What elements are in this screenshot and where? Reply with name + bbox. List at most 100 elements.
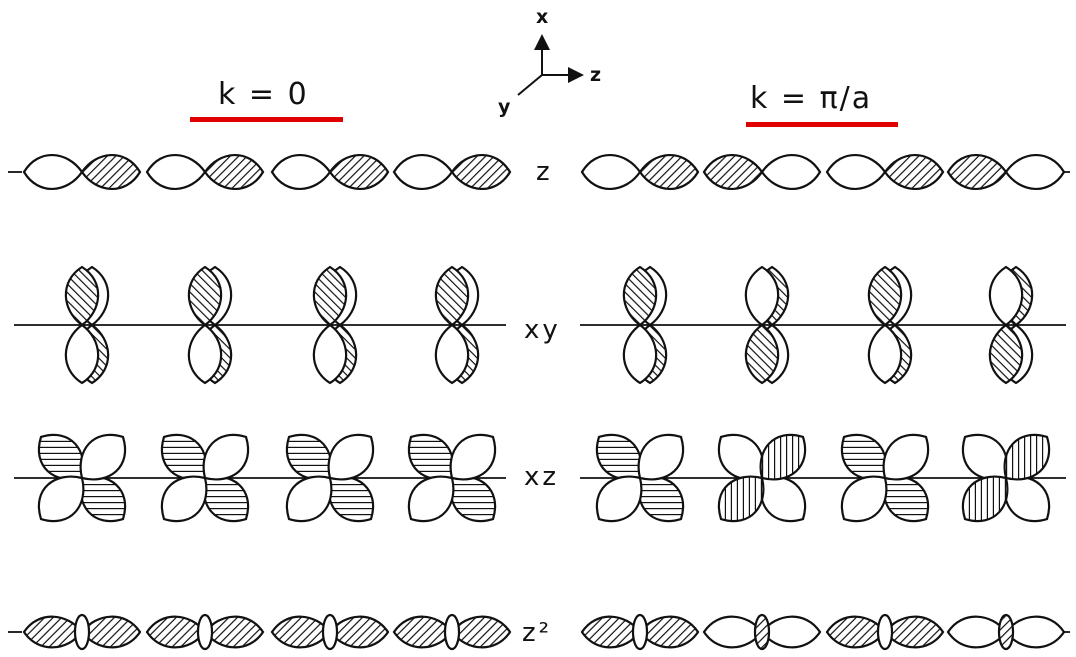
dxy-lobe-front-down — [434, 323, 470, 385]
dz2-lobe-left — [270, 615, 332, 649]
row-label-xy: xy — [524, 315, 561, 345]
dz2-lobe-left — [946, 615, 1008, 649]
dz2-lobe-right — [450, 615, 512, 649]
dxz-lobe-ur — [202, 433, 250, 481]
dxy-right-orbital — [867, 265, 913, 385]
row-label-z: z — [536, 157, 553, 187]
dz2-torus — [876, 613, 894, 651]
dxz-left-orbital — [160, 433, 250, 523]
dxy-lobe-front-up — [622, 265, 658, 327]
dz2-right-orbital — [946, 613, 1066, 651]
row-label-z2: z² — [522, 618, 553, 648]
pz-lobe-right — [883, 153, 945, 191]
pz-left-orbital — [22, 153, 142, 191]
dz2-right-orbital — [580, 613, 700, 651]
header-k-zero: k = 0 — [218, 77, 309, 112]
pz-lobe-left — [270, 153, 332, 191]
dxy-lobe-front-down — [988, 323, 1024, 385]
dxy-lobe-front-up — [988, 265, 1024, 327]
dz2-lobe-right — [883, 615, 945, 649]
dz2-left-orbital — [145, 613, 265, 651]
dz2-torus — [321, 613, 339, 651]
dxz-lobe-ur — [327, 433, 375, 481]
dxy-lobe-front-down — [744, 323, 780, 385]
dz2-lobe-right — [80, 615, 142, 649]
pz-lobe-right — [328, 153, 390, 191]
dxy-lobe-front-down — [312, 323, 348, 385]
dxz-left-orbital — [37, 433, 127, 523]
pz-left-orbital — [145, 153, 265, 191]
dxz-lobe-ur — [449, 433, 497, 481]
dxz-lobe-ll — [595, 475, 643, 523]
pz-lobe-left — [946, 153, 1008, 191]
pz-lobe-left — [825, 153, 887, 191]
dxz-lobe-ll — [961, 475, 1009, 523]
pz-right-orbital — [825, 153, 945, 191]
x-axis-label: x — [536, 6, 549, 28]
dxz-lobe-ll — [285, 475, 333, 523]
dxz-lobe-ur — [1003, 433, 1051, 481]
dz2-right-orbital — [825, 613, 945, 651]
dxy-left-orbital — [434, 265, 480, 385]
dxz-lobe-ll — [840, 475, 888, 523]
z-axis-label: z — [590, 64, 602, 86]
dxz-left-orbital — [407, 433, 497, 523]
orbital-rows — [8, 153, 1070, 651]
pz-lobe-left — [145, 153, 207, 191]
dz2-torus — [631, 613, 649, 651]
row-label-xz: xz — [524, 462, 560, 492]
dz2-lobe-right — [638, 615, 700, 649]
dxy-lobe-front-down — [187, 323, 223, 385]
dz2-lobe-left — [392, 615, 454, 649]
pz-lobe-left — [22, 153, 84, 191]
dxz-lobe-ll — [717, 475, 765, 523]
dz2-torus — [73, 613, 91, 651]
pz-lobe-right — [760, 153, 822, 191]
dz2-lobe-right — [203, 615, 265, 649]
dz2-lobe-left — [825, 615, 887, 649]
dz2-torus — [443, 613, 461, 651]
dxy-lobe-front-up — [434, 265, 470, 327]
dz2-lobe-right — [1004, 615, 1066, 649]
dxz-lobe-ur — [637, 433, 685, 481]
header-k-pi-over-a-underline — [746, 122, 898, 127]
dz2-torus — [196, 613, 214, 651]
header-k-pi-over-a: k = π/a — [750, 81, 873, 116]
pz-lobe-right — [203, 153, 265, 191]
dz2-lobe-left — [145, 615, 207, 649]
dz2-lobe-left — [580, 615, 642, 649]
dxy-right-orbital — [988, 265, 1034, 385]
dz2-left-orbital — [392, 613, 512, 651]
pz-left-orbital — [270, 153, 390, 191]
dz2-right-orbital — [702, 613, 822, 651]
dxy-lobe-front-up — [312, 265, 348, 327]
dxz-right-orbital — [961, 433, 1051, 523]
dz2-torus — [753, 613, 771, 651]
dxy-lobe-front-down — [867, 323, 903, 385]
dxz-lobe-ll — [37, 475, 85, 523]
dxy-lobe-front-up — [187, 265, 223, 327]
pz-left-orbital — [392, 153, 512, 191]
y-axis-label: y — [498, 96, 511, 118]
dxz-lobe-ur — [759, 433, 807, 481]
dz2-lobe-right — [328, 615, 390, 649]
dxz-right-orbital — [717, 433, 807, 523]
pz-lobe-left — [580, 153, 642, 191]
dxy-lobe-front-down — [64, 323, 100, 385]
dxz-left-orbital — [285, 433, 375, 523]
pz-right-orbital — [702, 153, 822, 191]
pz-right-orbital — [580, 153, 700, 191]
dxy-lobe-front-up — [867, 265, 903, 327]
dxy-lobe-front-up — [64, 265, 100, 327]
pz-lobe-right — [80, 153, 142, 191]
pz-lobe-left — [702, 153, 764, 191]
dz2-torus — [997, 613, 1015, 651]
y-axis-arrow — [517, 74, 543, 96]
dxz-right-orbital — [595, 433, 685, 523]
header-k-zero-underline — [190, 117, 343, 122]
pz-lobe-right — [638, 153, 700, 191]
dxy-right-orbital — [744, 265, 790, 385]
dxy-lobe-front-up — [744, 265, 780, 327]
dz2-left-orbital — [270, 613, 390, 651]
